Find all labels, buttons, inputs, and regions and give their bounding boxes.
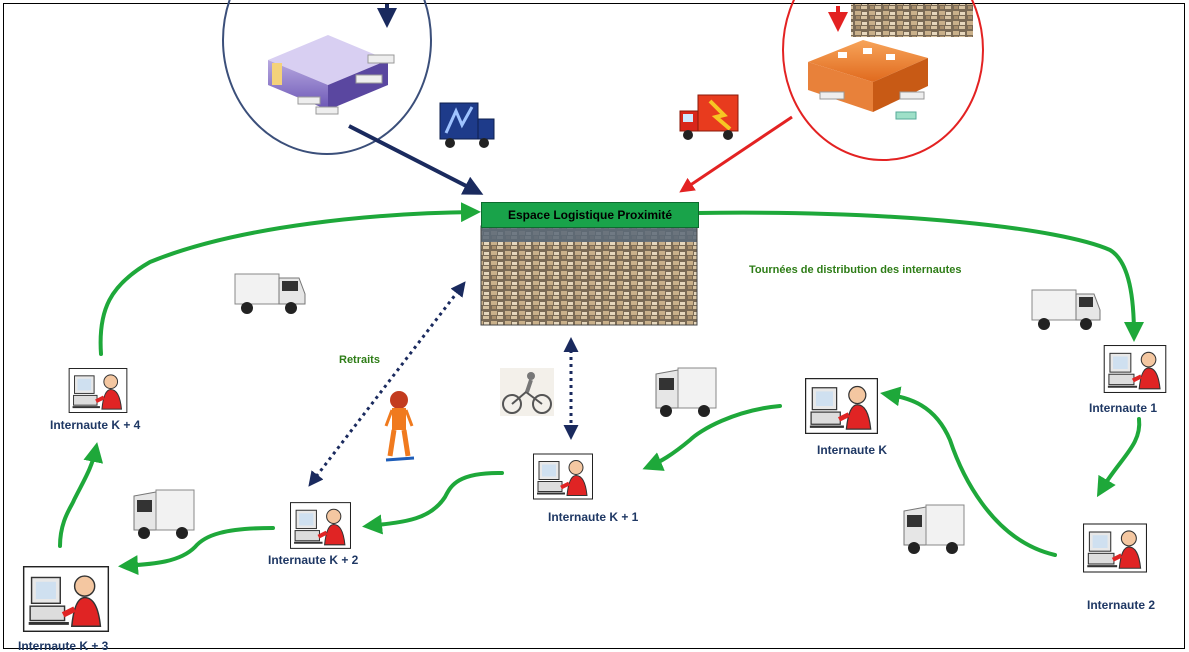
truck-blue-icon <box>439 102 495 148</box>
van-icon <box>133 489 195 539</box>
van-icon <box>1031 289 1101 330</box>
user-label-internaute-k2: Internaute K + 2 <box>268 553 359 567</box>
user-label-internaute-k4: Internaute K + 4 <box>50 418 141 432</box>
supplier-red-zone <box>782 0 984 161</box>
navy-supply-arrow <box>348 124 484 195</box>
pedestrian-icon <box>384 391 415 462</box>
user-label-internaute-2: Internaute 2 <box>1087 598 1156 612</box>
hub-title: Espace Logistique Proximité <box>481 202 699 228</box>
user-label-internaute-k: Internaute K <box>817 443 888 457</box>
computer-user-icon <box>805 378 878 434</box>
delivery-route <box>58 202 1144 576</box>
computer-user-icon <box>533 453 593 500</box>
van-icon <box>655 367 717 417</box>
routes-label: Tournées de distribution des internautes <box>749 264 962 276</box>
van-icon <box>903 504 965 554</box>
warehouse-orange-icon <box>808 40 928 120</box>
computer-user-icon <box>22 566 110 632</box>
parcel-photo-small <box>851 4 973 37</box>
computer-user-icon <box>290 502 351 549</box>
red-supply-arrow <box>679 115 793 193</box>
diagram-frame <box>3 3 1185 649</box>
user-label-internaute-k1: Internaute K + 1 <box>548 510 639 524</box>
hub-warehouse-photo <box>480 225 698 326</box>
withdrawals-label: Retraits <box>339 354 380 366</box>
user-label-internaute-k3: Internaute K + 3 <box>18 639 109 652</box>
withdrawal-arrow-pedestrian <box>308 281 466 487</box>
cyclist-icon <box>500 368 554 416</box>
truck-red-icon <box>679 94 739 140</box>
van-icon <box>234 273 306 314</box>
computer-user-icon <box>1103 345 1167 393</box>
computer-user-icon <box>1083 523 1147 573</box>
user-label-internaute-1: Internaute 1 <box>1089 401 1158 415</box>
supplier-navy-zone <box>222 0 432 155</box>
warehouse-purple-icon <box>268 35 395 115</box>
computer-user-icon <box>68 368 128 413</box>
